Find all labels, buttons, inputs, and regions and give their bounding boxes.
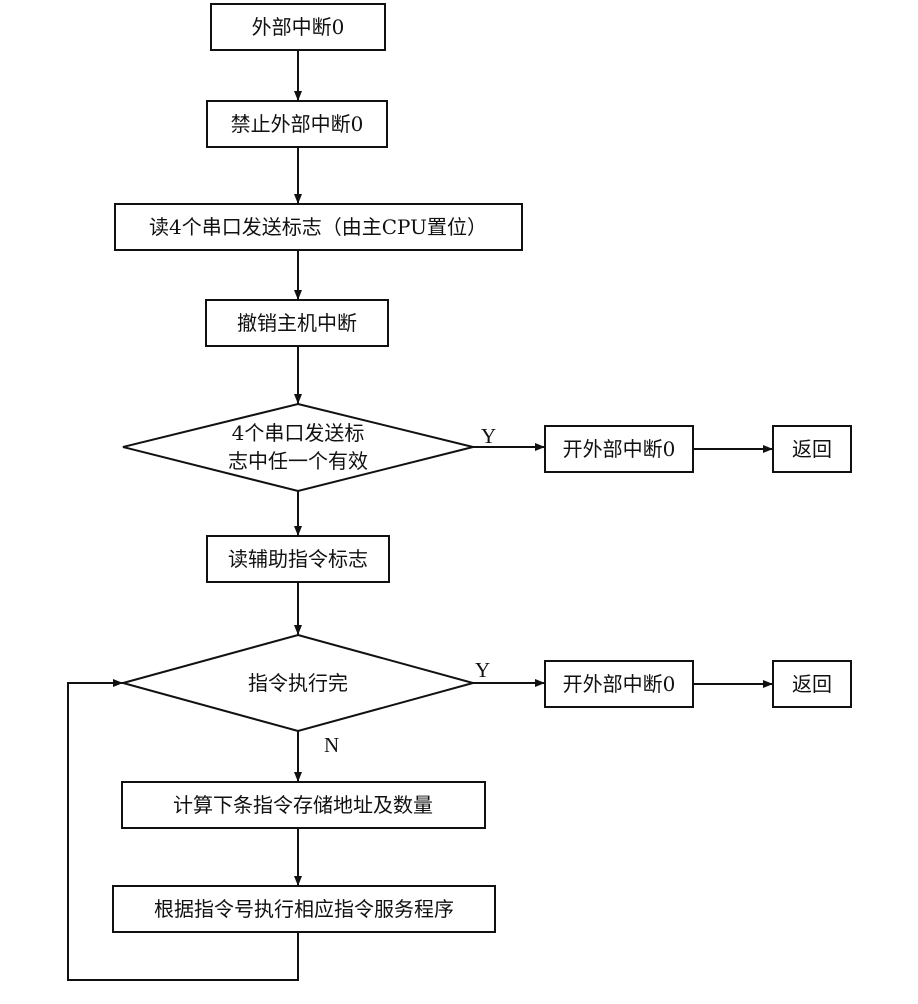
cancel-host-interrupt-label: 撤销主机中断 (237, 311, 357, 335)
read-flags-label: 读4个串口发送标志（由主CPU置位） (149, 215, 487, 239)
enable-interrupt-label-2: 开外部中断0 (563, 672, 676, 696)
read-aux-flag-label: 读辅助指令标志 (228, 547, 368, 571)
decision-flags-valid-line1: 4个串口发送标 (232, 421, 365, 445)
return-label-2: 返回 (792, 672, 832, 696)
read-flags-box (114, 203, 523, 251)
start-box (210, 3, 386, 51)
yes-label-1: Y (481, 424, 496, 448)
no-label-2: N (324, 733, 339, 757)
decision-command-done-label: 指令执行完 (248, 671, 348, 695)
compute-next-address-box (121, 781, 486, 829)
enable-interrupt-label-1: 开外部中断0 (563, 437, 676, 461)
loop-back-arrow (67, 679, 299, 981)
enable-interrupt-box-1 (544, 425, 694, 473)
yes-label-2: Y (475, 658, 490, 682)
return-label-1: 返回 (792, 437, 832, 461)
return-box-2 (772, 660, 852, 708)
start-label: 外部中断0 (252, 15, 345, 39)
compute-next-address-label: 计算下条指令存储地址及数量 (173, 793, 433, 817)
decision-flags-valid (122, 402, 474, 493)
disable-interrupt-label: 禁止外部中断0 (231, 112, 364, 136)
cancel-host-interrupt-box (205, 299, 389, 347)
disable-interrupt-box (206, 100, 388, 148)
execute-service-box (112, 885, 496, 933)
decision-flags-valid-line2: 志中任一个有效 (228, 449, 368, 473)
execute-service-label: 根据指令号执行相应指令服务程序 (154, 897, 454, 921)
